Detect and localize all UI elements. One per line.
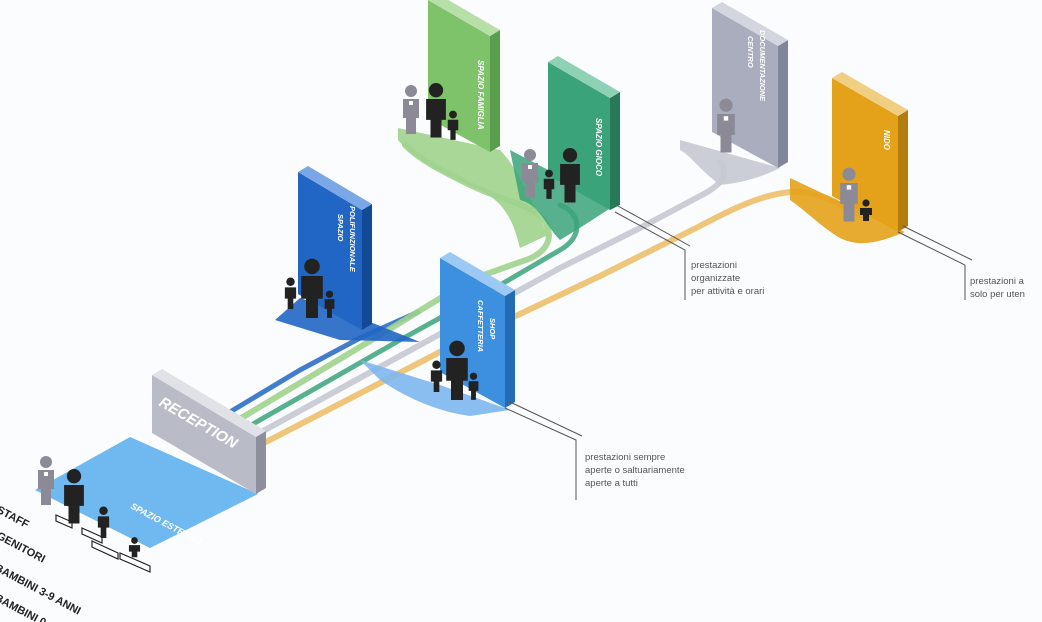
flow-line-poli	[227, 309, 421, 415]
child-person-icon	[97, 506, 110, 538]
note-sempre-2: aperte o saltuariamente	[585, 465, 685, 476]
legend-staff: STAFF	[0, 504, 31, 531]
callout-organizzate: prestazioni organizzate per attività e o…	[614, 205, 764, 300]
caffetteria-label-2: SHOP	[488, 318, 497, 340]
note-utenti-1: prestazioni a	[970, 276, 1025, 287]
centro-doc-label-2: DOCUMENTAZIONE	[758, 30, 767, 102]
panel-reception: RECEPTION	[152, 369, 266, 494]
spazio-gioco-label: SPAZIO GIOCO	[594, 118, 603, 177]
note-utenti-2: solo per uten	[970, 289, 1025, 300]
adult-person-icon	[64, 469, 84, 524]
note-sempre-3: aperte a tutti	[585, 478, 638, 489]
spazio-poli-label-2: POLIFUNZIONALE	[348, 206, 357, 273]
note-organizzate-1: prestazioni	[691, 260, 737, 271]
child-person-icon	[447, 110, 459, 140]
note-organizzate-3: per attività e orari	[691, 286, 764, 297]
spazio-famiglia-floor	[398, 128, 548, 248]
note-organizzate-2: organizzate	[691, 273, 740, 284]
centro-doc-label-1: CENTRO	[746, 36, 755, 68]
callout-sempre: prestazioni sempre aperte o saltuariamen…	[504, 401, 685, 500]
centro-doc-floor	[680, 140, 780, 185]
child-person-icon	[468, 372, 479, 400]
spazio-esterno-floor	[35, 437, 258, 548]
staff-person-icon	[717, 98, 735, 153]
staff-person-icon	[403, 85, 419, 134]
note-sempre-1: prestazioni sempre	[585, 452, 665, 463]
callout-utenti: prestazioni a solo per uten	[897, 225, 1025, 300]
spazio-poli-label-1: SPAZIO	[336, 214, 345, 242]
legend-genitori: GENITORI	[0, 530, 47, 565]
caffetteria-label-1: CAFFETTERIA	[476, 300, 485, 352]
adult-person-icon	[426, 83, 446, 138]
spazio-famiglia-label: SPAZIO FAMIGLIA	[476, 60, 485, 130]
people-centro	[717, 98, 735, 153]
nido-label: NIDO	[882, 130, 891, 151]
